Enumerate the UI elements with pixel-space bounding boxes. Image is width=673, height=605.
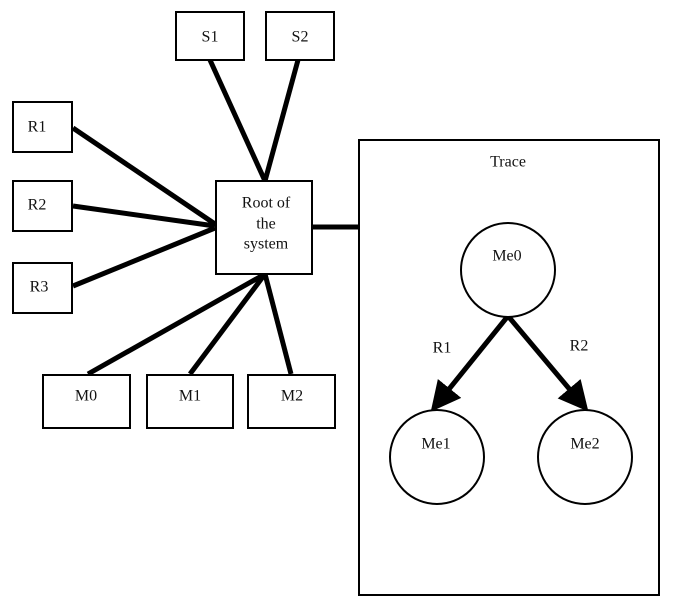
m1-label: M1 <box>179 388 201 405</box>
trace-node-me1-label: Me1 <box>421 436 450 453</box>
edge-r3-root <box>72 225 216 289</box>
connector-lines <box>71 58 360 377</box>
r1-label: R1 <box>28 119 47 136</box>
edge-s2-root <box>262 59 301 182</box>
s2-label: S2 <box>292 29 309 46</box>
edge-m2-root <box>262 273 294 375</box>
r3-box: R3 <box>12 262 73 314</box>
root-label-line-2: the <box>256 216 276 233</box>
trace-edge-label-r1: R1 <box>433 340 452 357</box>
trace-node-me0: Me0 <box>460 222 556 318</box>
trace-panel: Trace R1 R2 Me0 Me1 Me2 <box>358 139 660 596</box>
root-label-line-3: system <box>244 236 289 253</box>
trace-title: Trace <box>490 154 526 171</box>
r2-label: R2 <box>28 197 47 214</box>
r1-box: R1 <box>12 101 73 153</box>
r3-label: R3 <box>30 279 49 296</box>
trace-node-me2: Me2 <box>537 409 633 505</box>
m2-label: M2 <box>281 388 303 405</box>
trace-node-me2-label: Me2 <box>570 436 599 453</box>
edge-s1-root <box>207 58 268 183</box>
edge-r1-root <box>71 125 217 227</box>
trace-edge-me0-me1 <box>430 314 510 412</box>
trace-node-me1: Me1 <box>389 409 485 505</box>
trace-node-me0-label: Me0 <box>492 248 521 265</box>
s2-box: S2 <box>265 11 335 61</box>
m1-box: M1 <box>146 374 234 429</box>
m2-box: M2 <box>247 374 336 429</box>
s1-box: S1 <box>175 11 245 61</box>
s1-label: S1 <box>202 29 219 46</box>
root-box: Root of the system <box>215 180 313 275</box>
root-label-line-1: Root of <box>242 195 291 212</box>
trace-edge-label-r2: R2 <box>570 338 589 355</box>
trace-edge-me0-me2 <box>506 314 589 412</box>
edge-m0-root <box>86 271 267 377</box>
edge-m1-root <box>188 272 267 376</box>
m0-label: M0 <box>75 388 97 405</box>
edge-r2-root <box>72 203 216 229</box>
trace-edges <box>430 314 589 412</box>
m0-box: M0 <box>42 374 131 429</box>
r2-box: R2 <box>12 180 73 232</box>
